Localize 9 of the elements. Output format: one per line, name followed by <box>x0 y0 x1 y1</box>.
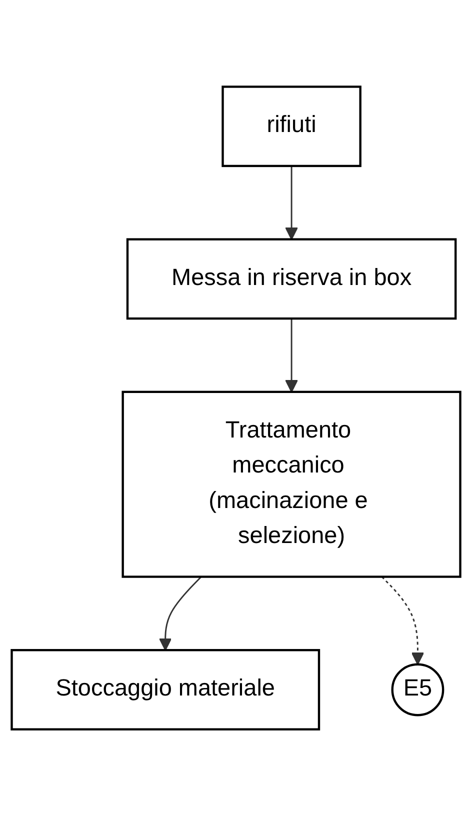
node-box: rifiuti <box>222 86 362 168</box>
arrow <box>158 576 202 652</box>
node-circle: E5 <box>391 664 444 717</box>
node-box: Messa in riserva in box <box>126 238 457 320</box>
arrow <box>285 319 298 393</box>
node-box: Trattamento meccanico (macinazione e selezione) <box>122 391 462 578</box>
node-box: Stoccaggio materiale <box>10 649 320 731</box>
arrow <box>381 576 424 666</box>
arrow <box>285 166 298 240</box>
